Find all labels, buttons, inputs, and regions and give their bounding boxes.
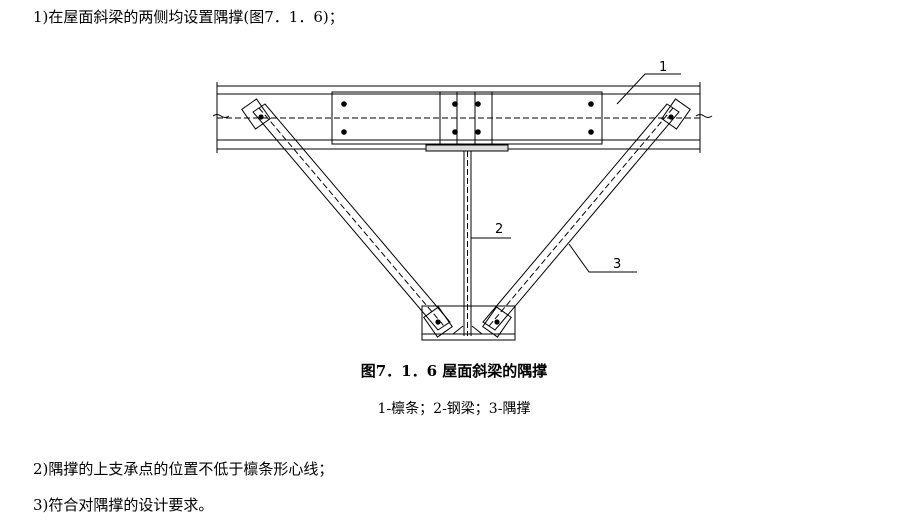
right-brace xyxy=(482,98,691,338)
steel-beam-web xyxy=(463,151,472,336)
label-2: 2 xyxy=(495,222,503,237)
label-3: 3 xyxy=(613,257,621,272)
bottom-flange xyxy=(425,144,509,152)
brace-figure: 1 2 3 xyxy=(212,60,713,341)
left-brace xyxy=(241,98,453,338)
figure-caption: 图7．1．6 屋面斜梁的隅撑 xyxy=(360,362,548,380)
purlin-beam xyxy=(212,82,713,153)
bolts xyxy=(258,101,674,325)
label-1: 1 xyxy=(659,60,667,75)
paragraph-item-3: 3)符合对隅撑的设计要求。 xyxy=(33,496,214,514)
leader-3 xyxy=(568,243,637,273)
center-stiffener xyxy=(439,91,493,145)
lower-plate xyxy=(421,305,516,341)
paragraph-item-1: 1)在屋面斜梁的两侧均设置隅撑(图7．1．6)； xyxy=(33,8,344,26)
figure-legend: 1-檩条；2-钢梁；3-隅撑 xyxy=(377,401,531,417)
paragraph-item-2: 2)隅撑的上支承点的位置不低于檩条形心线； xyxy=(33,460,334,478)
leader-1 xyxy=(616,73,681,105)
